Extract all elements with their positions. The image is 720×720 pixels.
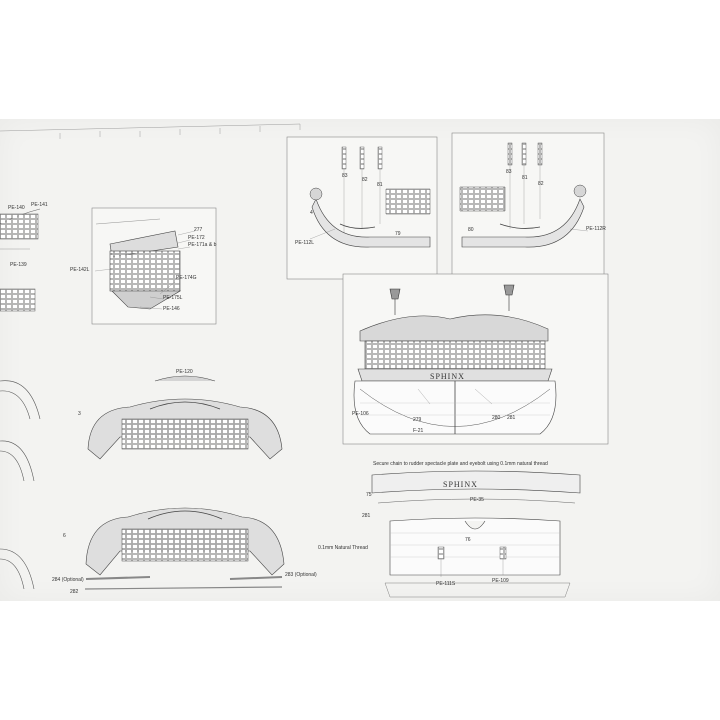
lantern-right xyxy=(503,284,515,311)
transom-lower-label-1: 284 (Optional) xyxy=(52,577,84,583)
plan-drawing: PE-140 PE-141 PE-139 277 PE-172 xyxy=(0,123,609,598)
detail-c-left-label-2: 82 xyxy=(362,177,368,183)
lantern-left xyxy=(389,288,401,315)
detail-c-left-label-1: 83 xyxy=(342,173,348,179)
transom-lower-label-2: 282 xyxy=(70,589,79,595)
transom-lower-step: 6 xyxy=(63,533,66,539)
stern-panel: SPHINX PE-106 279 F-21 280 281 Secure ch… xyxy=(342,273,609,467)
detail-b-label-4: PE-142L xyxy=(70,267,90,273)
detail-c-right-label-5: PE-112R xyxy=(586,226,606,232)
detail-c-right-label-1: 83 xyxy=(506,169,512,175)
stern-caption: Secure chain to rudder spectacle plate a… xyxy=(373,461,548,467)
rudder-label-1: 76 xyxy=(465,537,471,543)
left-edge-carvings xyxy=(0,380,41,590)
nameboard-label-1: 75 xyxy=(366,492,372,498)
stern-nameplate: SPHINX xyxy=(430,372,465,381)
detail-c-right-label-2: 81 xyxy=(522,175,528,181)
nameboard-label-3: 281 xyxy=(362,513,371,519)
detail-b-label-5: PE-174G xyxy=(176,275,197,281)
detail-a: PE-140 PE-141 PE-139 xyxy=(0,202,48,312)
transom-lower-label-3: 283 (Optional) xyxy=(285,572,317,578)
stern-label-5: 281 xyxy=(507,415,516,421)
detail-a-label-3: PE-139 xyxy=(10,262,27,268)
transom-upper-label: PE-120 xyxy=(176,369,193,375)
detail-c-right-label-4: 80 xyxy=(468,227,474,233)
detail-c-right: 83 81 82 80 PE-112R xyxy=(451,132,606,278)
nameboard-label-2: PE-35 xyxy=(470,497,484,503)
rudder-thread-note: 0.1mm Natural Thread xyxy=(318,545,368,551)
detail-b-label-1: 277 xyxy=(194,227,203,233)
detail-c-left-label-3: 81 xyxy=(377,182,383,188)
detail-c-left: 83 82 81 79 PE-112L 4 xyxy=(286,136,438,280)
transom-upper: 3 PE-120 xyxy=(78,369,283,460)
nameboard: SPHINX 75 PE-35 281 xyxy=(362,470,581,519)
instruction-sheet: PE-140 PE-141 PE-139 277 PE-172 xyxy=(0,119,720,601)
detail-c-left-step: 4 xyxy=(310,210,313,216)
detail-b-label-7: PE-146 xyxy=(163,306,180,312)
stern-label-4: 280 xyxy=(492,415,501,421)
stern-label-1: PE-106 xyxy=(352,411,369,417)
stern-label-2: 279 xyxy=(413,417,422,423)
rudder-label-2: PE-111S xyxy=(436,581,456,587)
transom-upper-step: 3 xyxy=(78,411,81,417)
detail-b-label-6: PE-175L xyxy=(163,295,183,301)
top-dimension-marks xyxy=(0,123,301,139)
stern-label-3: F-21 xyxy=(413,428,424,434)
detail-b-label-3: PE-171a & b xyxy=(188,242,217,248)
rudder-label-3: PE-109 xyxy=(492,578,509,584)
detail-a-label-2: PE-141 xyxy=(31,202,48,208)
detail-c-left-label-5: PE-112L xyxy=(295,240,314,246)
nameboard-plate: SPHINX xyxy=(443,480,478,489)
transom-lower: 6 284 (Optional) 282 283 (Optional) xyxy=(52,507,317,595)
rudder-detail: 76 PE-111S PE-109 0.1mm Natural Thread xyxy=(318,517,571,598)
detail-a-label-1: PE-140 xyxy=(8,205,25,211)
detail-b: 277 PE-172 PE-171a & b PE-142L PE-174G P… xyxy=(70,207,217,325)
detail-b-label-2: PE-172 xyxy=(188,235,205,241)
detail-c-left-label-4: 79 xyxy=(395,231,401,237)
detail-c-right-label-3: 82 xyxy=(538,181,544,187)
